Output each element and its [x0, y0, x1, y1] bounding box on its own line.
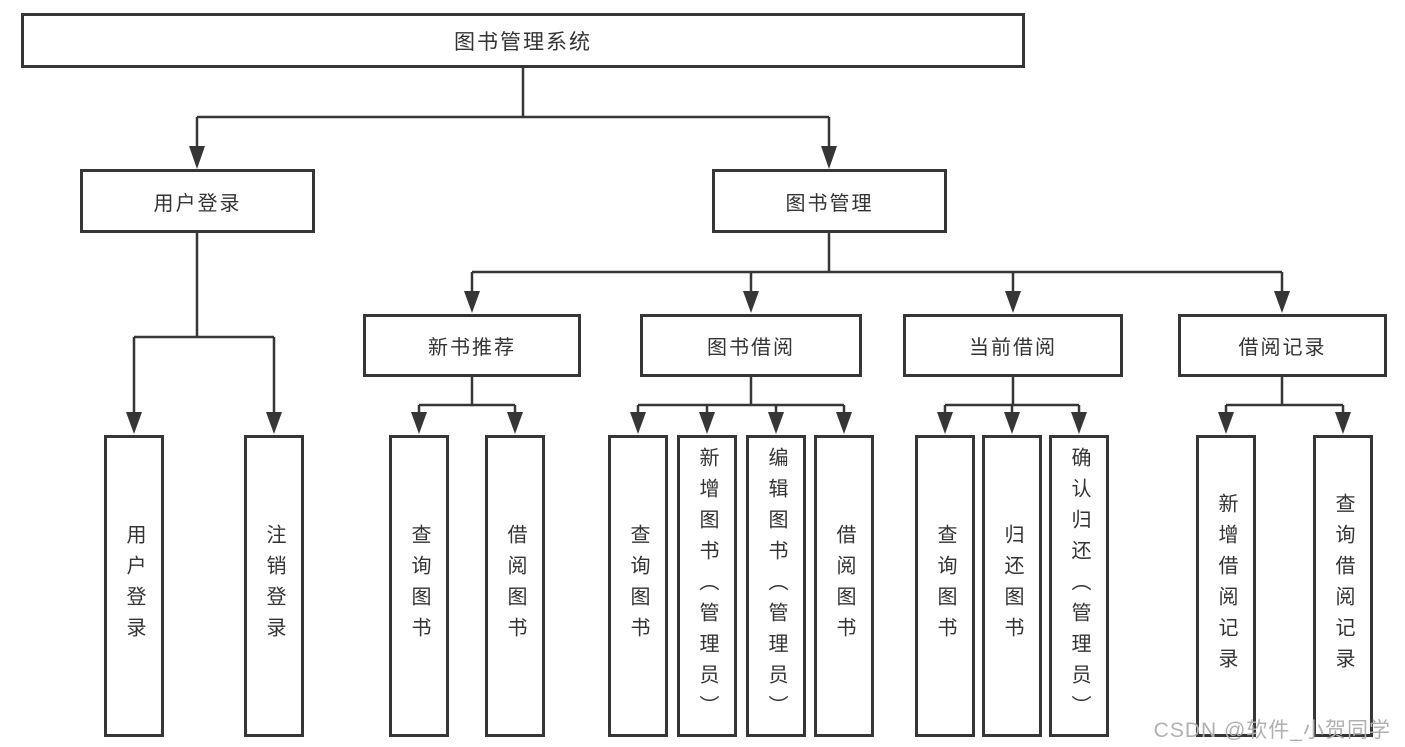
arrowheads — [126, 146, 1351, 434]
leaf-logout: 注销登录 — [244, 435, 304, 737]
node-book-borrow: 图书借阅 — [640, 314, 862, 377]
leaf-add-borrow-record: 新增借阅记录 — [1196, 435, 1256, 737]
leaf-return-book-label: 归还图书 — [1001, 524, 1023, 648]
node-book-borrow-label: 图书借阅 — [707, 337, 795, 359]
leaf-return-book: 归还图书 — [982, 435, 1042, 737]
node-borrow-records: 借阅记录 — [1178, 314, 1387, 377]
leaf-query-books-borrow: 查询图书 — [608, 435, 668, 737]
leaf-user-login: 用户登录 — [104, 435, 164, 737]
node-user-login-label: 用户登录 — [153, 192, 242, 215]
leaf-add-book-admin: 新增图书（管理员） — [677, 435, 737, 737]
leaf-borrow-books-recommend-label: 借阅图书 — [504, 524, 526, 648]
leaf-query-borrow-record-label: 查询借阅记录 — [1332, 493, 1354, 679]
leaf-confirm-return-admin: 确认归还（管理员） — [1049, 435, 1109, 737]
leaf-query-borrow-record: 查询借阅记录 — [1313, 435, 1373, 737]
csdn-watermark: CSDN @软件_小贺同学 — [1153, 719, 1391, 742]
leaf-edit-book-admin: 编辑图书（管理员） — [746, 435, 806, 737]
node-new-book-recommend: 新书推荐 — [363, 314, 581, 377]
leaf-query-books-current-label: 查询图书 — [934, 524, 956, 648]
node-user-login: 用户登录 — [80, 169, 315, 233]
leaf-logout-label: 注销登录 — [263, 524, 285, 648]
node-current-borrow: 当前借阅 — [903, 314, 1123, 377]
leaf-borrow-books: 借阅图书 — [814, 435, 874, 737]
leaf-edit-book-admin-label: 编辑图书（管理员） — [765, 446, 787, 726]
leaf-borrow-books-recommend: 借阅图书 — [485, 435, 545, 737]
node-current-borrow-label: 当前借阅 — [969, 337, 1057, 359]
leaf-query-books-current: 查询图书 — [915, 435, 975, 737]
leaf-add-book-admin-label: 新增图书（管理员） — [696, 446, 718, 726]
node-borrow-records-label: 借阅记录 — [1238, 337, 1327, 359]
leaf-query-books-borrow-label: 查询图书 — [627, 524, 649, 648]
node-book-management: 图书管理 — [712, 169, 947, 233]
leaf-add-borrow-record-label: 新增借阅记录 — [1215, 493, 1237, 679]
leaf-confirm-return-admin-label: 确认归还（管理员） — [1068, 446, 1090, 726]
leaf-user-login-label: 用户登录 — [123, 524, 145, 648]
node-book-management-label: 图书管理 — [785, 192, 874, 215]
leaf-query-books-recommend-label: 查询图书 — [408, 524, 430, 648]
node-library-system: 图书管理系统 — [21, 13, 1025, 68]
leaf-borrow-books-label: 借阅图书 — [833, 524, 855, 648]
node-new-book-recommend-label: 新书推荐 — [428, 337, 516, 359]
leaf-query-books-recommend: 查询图书 — [389, 435, 449, 737]
node-library-system-label: 图书管理系统 — [454, 30, 592, 54]
